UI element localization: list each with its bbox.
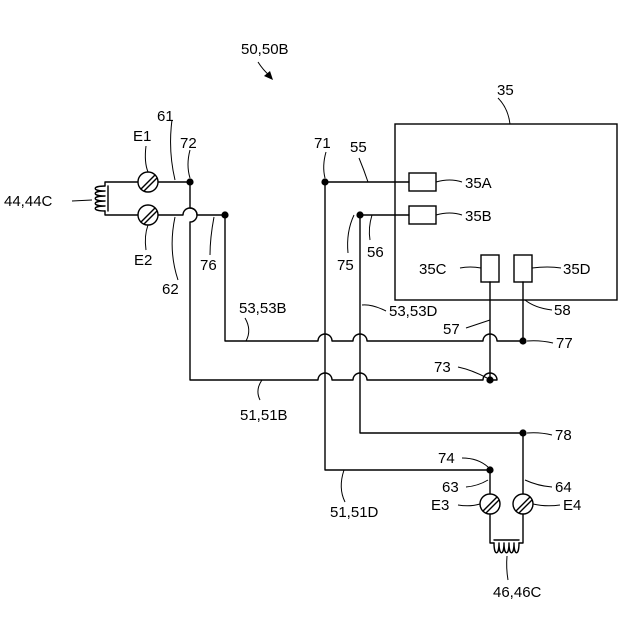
label-figure-ref: 50,50B xyxy=(241,41,289,58)
leader-78 xyxy=(527,433,552,435)
label-64: 64 xyxy=(555,479,572,496)
leader-64 xyxy=(525,480,552,487)
screw-terminal-e3 xyxy=(480,494,500,514)
junction-78 xyxy=(519,429,526,436)
label-e1: E1 xyxy=(133,128,151,145)
label-77: 77 xyxy=(556,335,573,352)
terminal-35a xyxy=(409,173,436,191)
label-55: 55 xyxy=(350,139,367,156)
leader-56 xyxy=(369,215,372,240)
leader-e1 xyxy=(145,146,148,172)
junction-71 xyxy=(321,178,328,185)
label-35b: 35B xyxy=(465,208,492,225)
terminal-35d xyxy=(514,255,532,282)
label-46: 46,46C xyxy=(493,584,542,601)
screw-terminal-e4 xyxy=(513,494,533,514)
leader-51b xyxy=(258,380,262,400)
junction-73 xyxy=(486,376,493,383)
label-78: 78 xyxy=(555,427,572,444)
label-53b: 53,53B xyxy=(239,300,287,317)
figure-arrowhead xyxy=(264,71,273,80)
junction-72 xyxy=(186,178,193,185)
label-72: 72 xyxy=(180,135,197,152)
label-53d: 53,53D xyxy=(389,303,438,320)
label-e3: E3 xyxy=(431,497,449,514)
leader-55 xyxy=(359,158,368,182)
label-35a: 35A xyxy=(465,175,492,192)
leader-44 xyxy=(72,200,92,201)
label-35c: 35C xyxy=(419,261,447,278)
leader-74 xyxy=(462,458,488,467)
label-e2: E2 xyxy=(134,252,152,269)
coil-46 xyxy=(494,543,519,553)
leader-72 xyxy=(188,150,190,178)
leader-73 xyxy=(458,367,487,378)
label-73: 73 xyxy=(434,359,451,376)
leader-76 xyxy=(210,217,214,255)
label-76: 76 xyxy=(200,257,217,274)
leader-e2 xyxy=(145,225,148,250)
wire-coil46-right xyxy=(519,514,523,543)
label-44: 44,44C xyxy=(4,193,53,210)
junction-77 xyxy=(519,337,526,344)
leader-63 xyxy=(466,480,488,487)
leader-35 xyxy=(498,98,510,124)
label-74: 74 xyxy=(438,450,455,467)
leader-62 xyxy=(172,217,178,280)
leader-71 xyxy=(324,152,326,178)
leader-51d xyxy=(341,470,345,502)
screw-terminal-e2 xyxy=(138,205,158,225)
label-62: 62 xyxy=(162,281,179,298)
label-63: 63 xyxy=(442,479,459,496)
wire-coil44-top xyxy=(105,182,138,186)
leader-e3 xyxy=(458,504,480,506)
label-35: 35 xyxy=(497,82,514,99)
junction-75 xyxy=(356,211,363,218)
label-75: 75 xyxy=(337,257,354,274)
label-51d: 51,51D xyxy=(330,504,379,521)
wire-coil46-left xyxy=(490,514,494,543)
screw-terminal-e1 xyxy=(138,172,158,192)
terminal-35b xyxy=(409,206,436,224)
label-71: 71 xyxy=(314,135,331,152)
label-58: 58 xyxy=(554,302,571,319)
label-61: 61 xyxy=(157,108,174,125)
leader-57 xyxy=(466,320,490,328)
label-57: 57 xyxy=(443,321,460,338)
leader-46 xyxy=(507,556,508,580)
leader-53b xyxy=(245,318,249,341)
leader-61 xyxy=(171,120,175,180)
label-56: 56 xyxy=(367,244,384,261)
label-e4: E4 xyxy=(563,497,581,514)
leader-77 xyxy=(527,341,553,343)
wire-e2-76 xyxy=(158,208,225,215)
junction-74 xyxy=(486,466,493,473)
leader-53d xyxy=(362,305,386,311)
label-51b: 51,51B xyxy=(240,407,288,424)
label-35d: 35D xyxy=(563,261,591,278)
wire-coil44-bottom xyxy=(105,211,138,215)
leader-e4 xyxy=(533,504,560,506)
coil-44 xyxy=(95,186,105,211)
leader-58 xyxy=(525,300,552,310)
junction-76 xyxy=(221,211,228,218)
terminal-35c xyxy=(481,255,499,282)
leader-75 xyxy=(348,215,354,253)
